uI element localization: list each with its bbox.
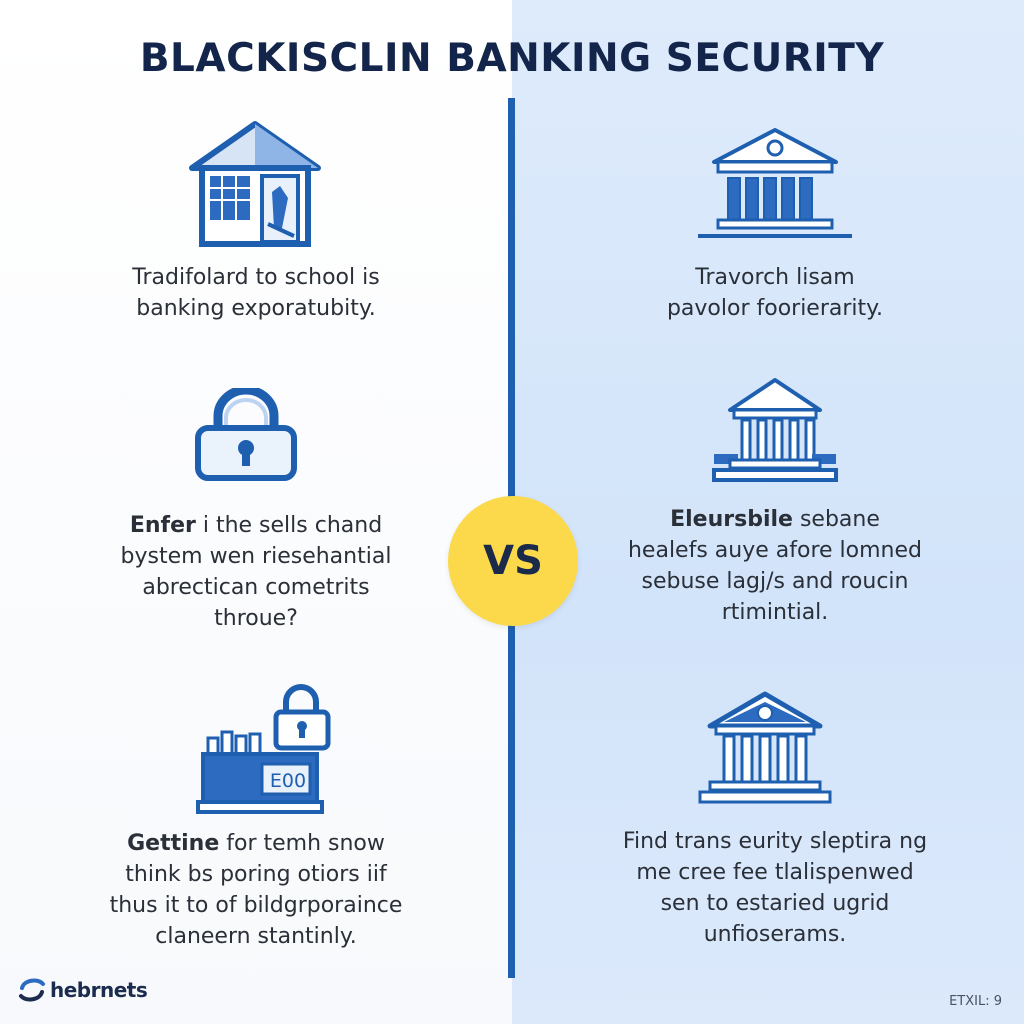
text-line: abrectican cometrits: [142, 575, 370, 600]
text-line: bystem wen riesehantial: [120, 544, 392, 569]
right-text-block-1: Travorch lisam pavolor foorierarity.: [570, 262, 980, 324]
text-line: healefs auye afore lomned: [627, 538, 922, 563]
swoosh-logo-icon: [19, 978, 45, 1002]
left-text-block-1: Tradifolard to school is banking exporat…: [56, 262, 456, 324]
text-line: unfioserams.: [703, 922, 847, 947]
text-line: think bs poring otiors iif: [125, 862, 387, 887]
text-line: Eleursbile sebane: [560, 504, 990, 535]
left-text-block-2: Enfer i the sells chand bystem wen riese…: [40, 510, 472, 634]
text-line: Enfer i the sells chand: [40, 510, 472, 541]
text-line: Find trans eurity sleptira ng: [622, 829, 928, 854]
bold-lead: Eleursbile: [670, 507, 793, 532]
text-line: Tradifolard to school is: [132, 265, 380, 290]
text-line: sen to estaried ugrid: [660, 891, 890, 916]
bold-lead: Enfer: [129, 513, 196, 538]
text-segment: for temh snow: [219, 831, 385, 856]
bank-building-icon: [712, 378, 838, 482]
corner-label: ETXIL: 9: [949, 994, 1002, 1009]
padlock-icon: [195, 388, 297, 481]
bank-building-icon: [698, 691, 832, 804]
text-line: banking exporatubity.: [136, 296, 376, 321]
text-line: claneern stantinly.: [155, 924, 357, 949]
vs-badge: VS: [448, 496, 578, 626]
logo-text: hebrnets: [50, 978, 148, 1002]
card-label: E00: [269, 770, 307, 792]
page-title: BLACKISCLIN BANKING SECURITY: [139, 36, 885, 81]
right-text-block-2: Eleursbile sebane healefs auye afore lom…: [560, 504, 990, 628]
text-line: pavolor foorierarity.: [666, 296, 884, 321]
bank-building-icon: [698, 128, 852, 238]
right-text-block-3: Find trans eurity sleptira ng me cree fe…: [556, 826, 994, 950]
text-segment: i the sells chand: [195, 513, 383, 538]
bold-lead: Gettine: [127, 831, 220, 856]
house-icon: [189, 121, 321, 247]
left-text-block-3: Gettine for temh snow think bs poring ot…: [36, 828, 476, 952]
text-line: me cree fee tlalispenwed: [636, 860, 914, 885]
cash-register-lock-icon: [196, 684, 331, 814]
brand-logo: hebrnets: [18, 978, 148, 1002]
text-line: thus it to of bildgrporaince: [109, 893, 403, 918]
text-line: Travorch lisam: [695, 265, 855, 290]
text-line: Gettine for temh snow: [36, 828, 476, 859]
text-line: rtimintial.: [721, 600, 829, 625]
text-line: sebuse lagj/s and roucin: [641, 569, 909, 594]
text-line: throue?: [214, 606, 298, 631]
text-segment: sebane: [792, 507, 880, 532]
